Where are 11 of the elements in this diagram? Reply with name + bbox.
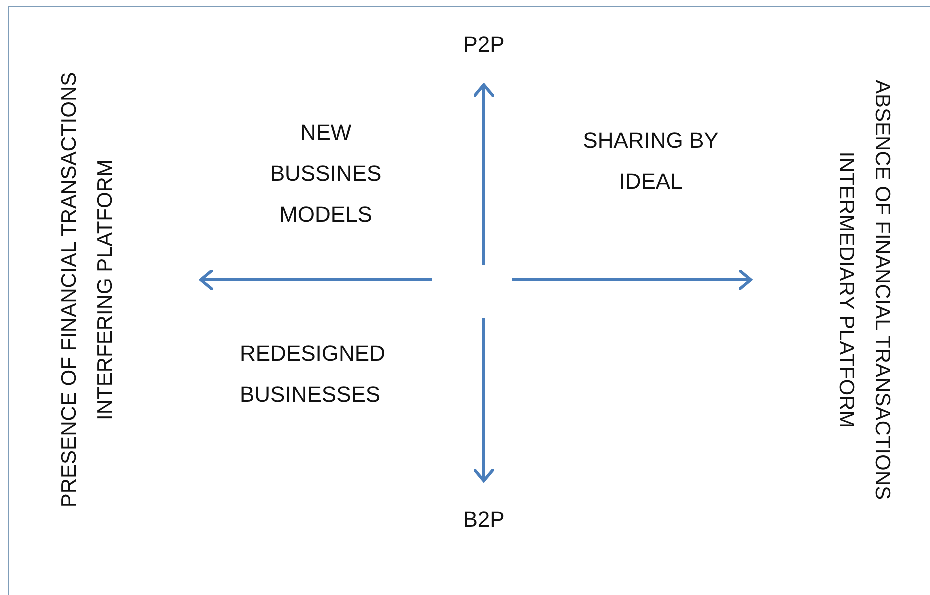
axis-label: PRESENCE OF FINANCIAL TRANSACTIONS INTERFERING PLATFORM: [52, 40, 124, 540]
arrow: [512, 268, 752, 292]
arrow: [200, 268, 432, 292]
quadrant-label: SHARING BY IDEAL: [582, 127, 720, 196]
quadrant-label: NEW BUSSINES MODELS: [269, 119, 383, 229]
axis-end-label: P2P: [444, 32, 524, 58]
arrow: [472, 318, 496, 482]
axis-end-label: B2P: [444, 507, 524, 533]
quadrant-label: REDESIGNED BUSINESSES: [240, 340, 386, 409]
arrow: [472, 84, 496, 265]
axis-label: ABSENCE OF FINANCIAL TRANSACTIONS INTERMEDIARY PLATFORM: [828, 40, 900, 540]
